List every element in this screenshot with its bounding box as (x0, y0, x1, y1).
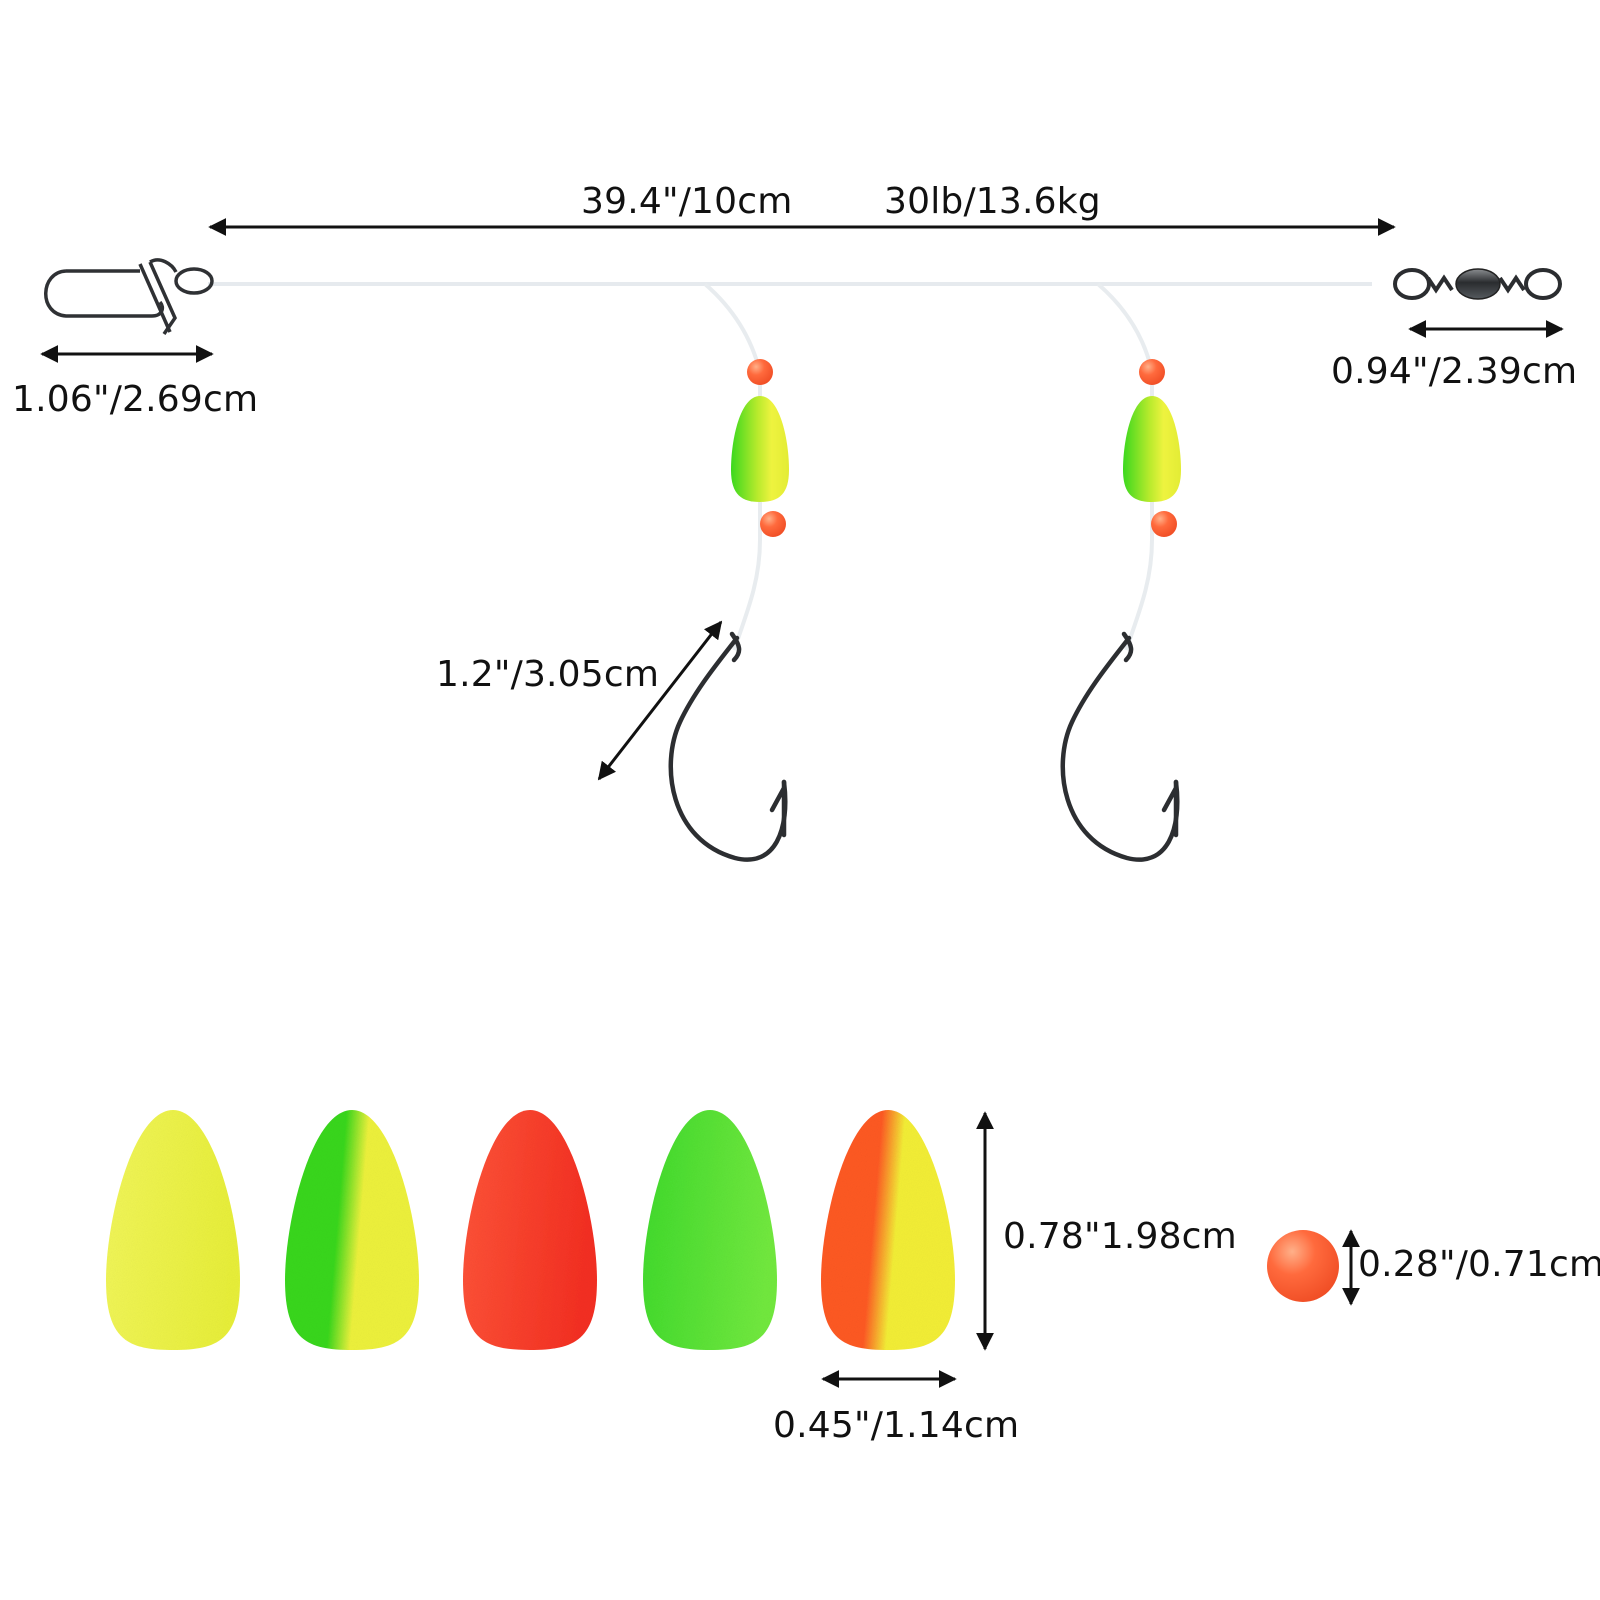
float-lineup (106, 1110, 955, 1350)
float-width-label: 0.45"/1.14cm (773, 1405, 1020, 1446)
loose-bead (1267, 1230, 1339, 1302)
float-height-label: 0.78"1.98cm (1003, 1216, 1237, 1257)
bead (1151, 511, 1177, 537)
float (731, 396, 789, 502)
float-red (463, 1110, 597, 1350)
hook-size-label: 1.2"/3.05cm (436, 654, 660, 695)
snap-icon (44, 258, 214, 335)
hook-icon (668, 631, 788, 862)
dropper-branch (668, 282, 789, 862)
float-green (643, 1110, 777, 1350)
bead (747, 359, 773, 385)
dropper-branch (1060, 282, 1181, 862)
bead (1139, 359, 1165, 385)
bead (760, 511, 786, 537)
float-green-yellow (285, 1110, 419, 1350)
hook-size-arrow (597, 620, 723, 781)
float (1123, 396, 1181, 502)
line-strength-label: 30lb/13.6kg (884, 181, 1101, 222)
float-orange-yellow (821, 1110, 955, 1350)
swivel-size-label: 0.94"/2.39cm (1331, 351, 1578, 392)
hook-icon (1060, 631, 1180, 862)
float-yellow (106, 1110, 240, 1350)
swivel-icon (1393, 268, 1562, 300)
main-length-label: 39.4"/10cm (581, 181, 793, 222)
snap-size-label: 1.06"/2.69cm (12, 379, 259, 420)
bead-size-label: 0.28"/0.71cm (1358, 1244, 1600, 1285)
